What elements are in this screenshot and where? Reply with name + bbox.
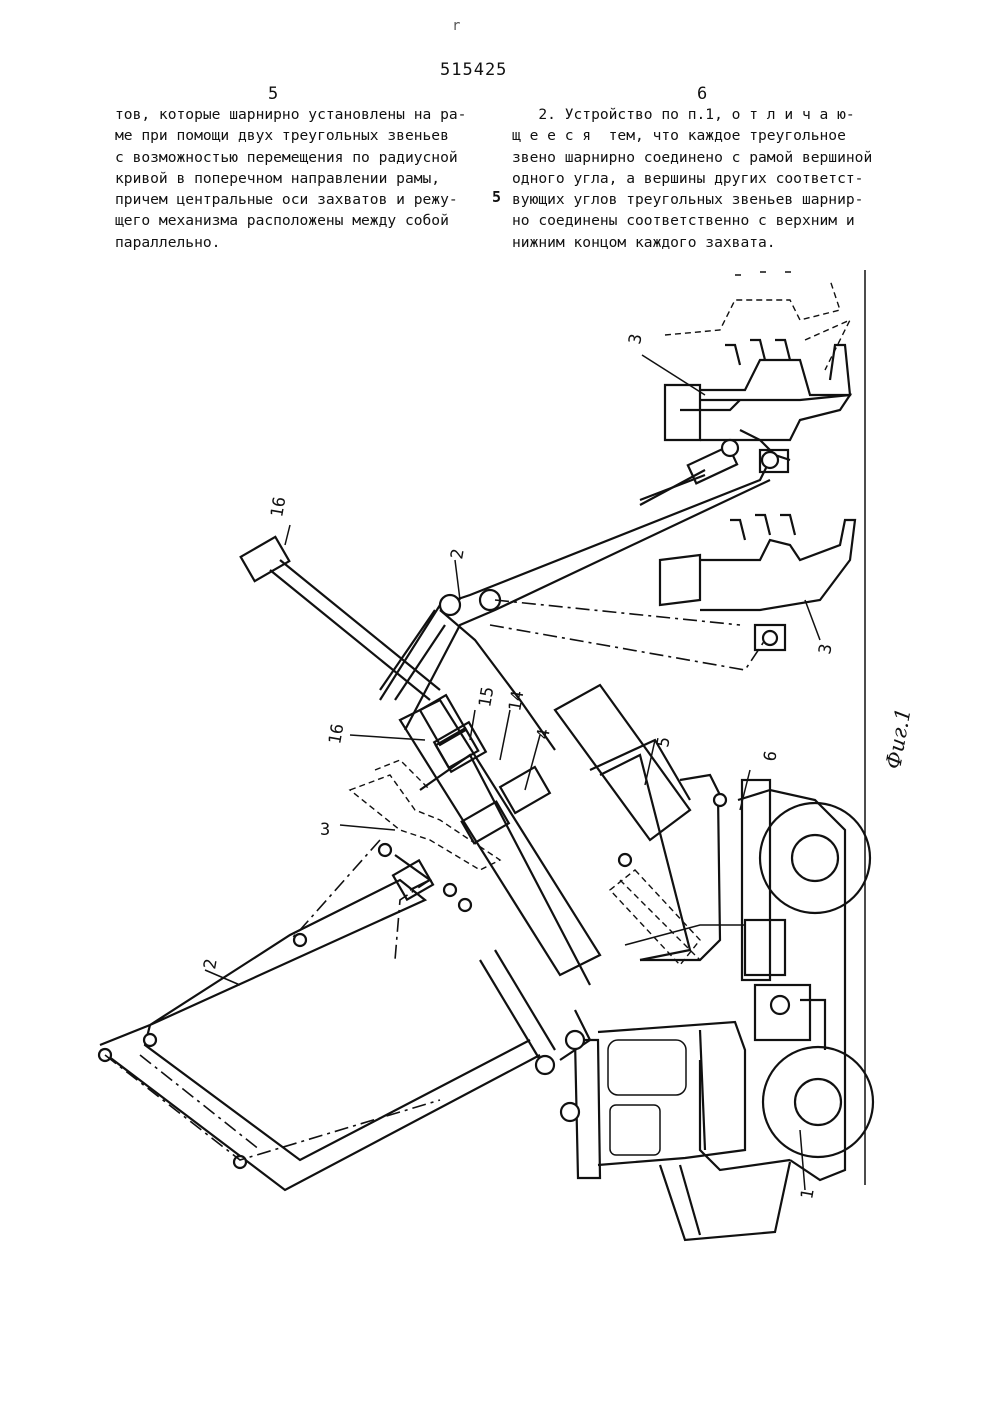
operator-cab (575, 1022, 745, 1178)
grapple-middle-alt-position (290, 760, 500, 960)
hydraulic-cylinders (380, 470, 705, 1121)
saw-bar (610, 870, 745, 965)
label-15: 15 (475, 685, 498, 709)
grapple-upper-alt-position (665, 272, 850, 370)
label-3b: 3 (815, 642, 836, 656)
label-3c: 3 (320, 820, 330, 840)
vehicle-chassis (660, 780, 845, 1240)
label-4: 4 (533, 727, 554, 741)
label-16b: 16 (325, 722, 348, 746)
label-3a: 3 (625, 332, 646, 346)
label-5: 5 (653, 735, 674, 749)
label-6: 6 (760, 749, 781, 763)
front-wheel (763, 1047, 873, 1157)
grapple-lower (660, 515, 855, 650)
pivot-pins (379, 794, 726, 911)
rear-wheel (760, 803, 870, 913)
leader-lines (205, 355, 820, 1190)
boom-upper (380, 446, 770, 750)
boom-lower-alt-position (105, 1055, 440, 1160)
label-16a: 16 (267, 495, 290, 519)
main-beam (400, 700, 600, 985)
figure-caption: Фиг.1 (881, 706, 915, 771)
label-14: 14 (505, 689, 528, 713)
label-2a: 2 (200, 957, 221, 971)
boom-lower (99, 880, 540, 1190)
label-2b: 2 (447, 547, 468, 561)
grapple-upper (665, 340, 850, 472)
label-1: 1 (797, 1187, 818, 1201)
